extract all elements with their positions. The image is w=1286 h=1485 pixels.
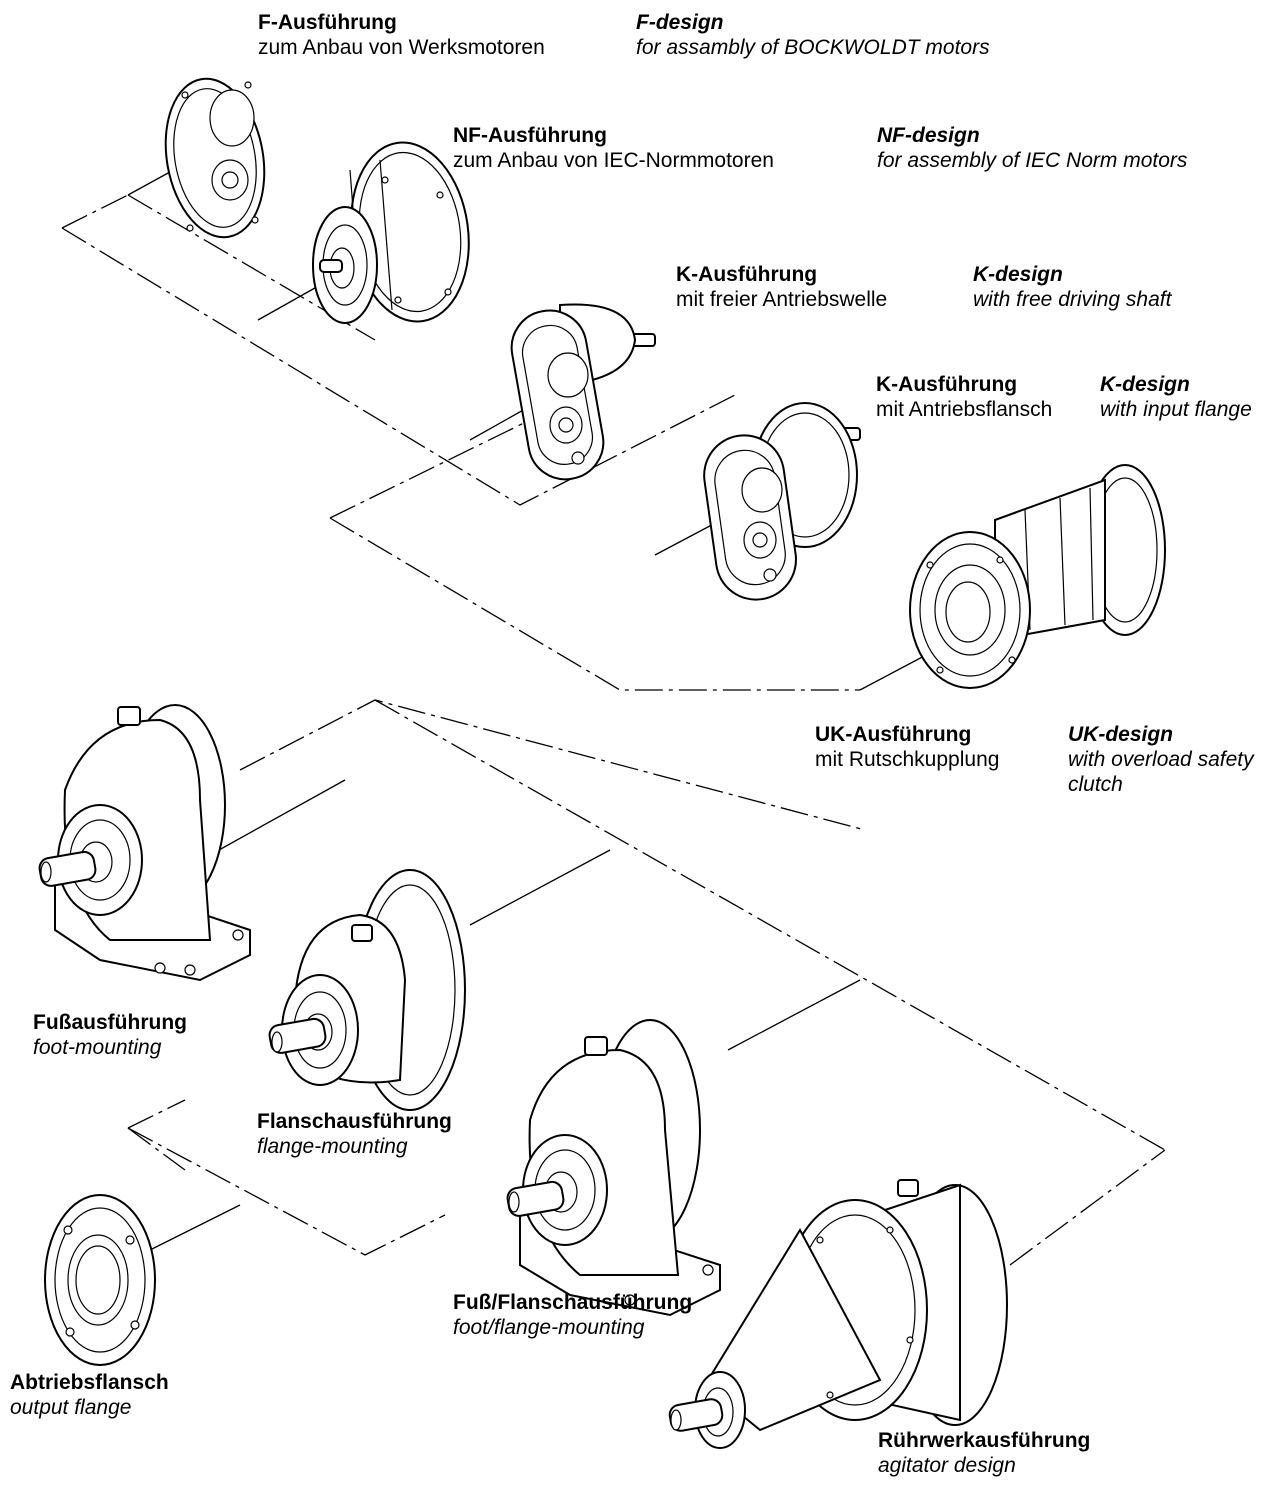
k2-en-desc: with input flange [1100, 398, 1252, 421]
agitator-en: agitator design [878, 1454, 1016, 1477]
k1-en-desc: with free driving shaft [973, 288, 1172, 311]
label-uk-en: UK-design with overload safety clutch [1068, 722, 1254, 797]
agitator-gearbox [668, 1179, 1008, 1449]
footflange-de: Fuß/Flanschausführung [453, 1291, 693, 1314]
foot-mounting-gearbox [38, 704, 251, 982]
nf-en-title: NF-design [877, 124, 980, 147]
label-f-de: F-Ausführung zum Anbau von Werksmotoren [258, 10, 545, 60]
output-flange [44, 1194, 156, 1366]
output-de: Abtriebsflansch [10, 1371, 169, 1394]
flange-en: flange-mounting [257, 1135, 408, 1158]
k1-de-desc: mit freier Antriebswelle [676, 288, 888, 311]
label-agitator: Rührwerkausführung agitator design [878, 1428, 1090, 1478]
label-k2-de: K-Ausführung mit Antriebsflansch [876, 372, 1052, 422]
label-foot: Fußausführung foot-mounting [33, 1010, 187, 1060]
uk-en-desc-2: clutch [1068, 773, 1123, 796]
nf-de-desc: zum Anbau von IEC-Normmotoren [453, 149, 774, 172]
uk-en-title: UK-design [1068, 723, 1173, 746]
k2-en-title: K-design [1100, 373, 1190, 396]
label-uk-de: UK-Ausführung mit Rutschkupplung [815, 722, 999, 772]
f-en-title: F-design [636, 11, 724, 34]
label-f-en: F-design for assambly of BOCKWOLDT motor… [636, 10, 990, 60]
f-de-desc: zum Anbau von Werksmotoren [258, 36, 545, 59]
foot-flange-mounting-gearbox [506, 1019, 721, 1317]
nf-design-flange [312, 141, 470, 324]
label-k1-en: K-design with free driving shaft [973, 262, 1171, 312]
lower-leader-lines [149, 779, 861, 1251]
label-k1-de: K-Ausführung mit freier Antriebswelle [676, 262, 887, 312]
label-output: Abtriebsflansch output flange [10, 1370, 169, 1420]
output-en: output flange [10, 1396, 132, 1419]
f-de-title: F-Ausführung [258, 11, 397, 34]
flange-mounting-gearbox [268, 869, 466, 1111]
f-design-flange [164, 77, 266, 239]
nf-en-desc: for assembly of IEC Norm motors [877, 149, 1188, 172]
lower-dashdot-lines [127, 699, 1166, 1266]
f-en-desc: for assambly of BOCKWOLDT motors [636, 36, 990, 59]
label-flange: Flanschausführung flange-mounting [257, 1109, 452, 1159]
k1-de-title: K-Ausführung [676, 263, 818, 286]
uk-de-title: UK-Ausführung [815, 723, 972, 746]
k-design-free-shaft [510, 303, 656, 481]
uk-design-clutch [909, 464, 1166, 689]
label-footflange: Fuß/Flanschausführung foot/flange-mounti… [453, 1290, 692, 1340]
k1-en-title: K-design [973, 263, 1063, 286]
nf-de-title: NF-Ausführung [453, 124, 607, 147]
foot-en: foot-mounting [33, 1036, 162, 1059]
upper-dashdot-lines [61, 194, 860, 691]
uk-en-desc-1: with overload safety [1068, 748, 1254, 771]
uk-de-desc: mit Rutschkupplung [815, 748, 1000, 771]
agitator-de: Rührwerkausführung [878, 1429, 1091, 1452]
footflange-en: foot/flange-mounting [453, 1316, 645, 1339]
label-nf-en: NF-design for assembly of IEC Norm motor… [877, 123, 1187, 173]
k2-de-title: K-Ausführung [876, 373, 1018, 396]
label-k2-en: K-design with input flange [1100, 372, 1252, 422]
label-nf-de: NF-Ausführung zum Anbau von IEC-Normmoto… [453, 123, 774, 173]
k-design-input-flange [703, 402, 861, 601]
foot-de: Fußausführung [33, 1011, 187, 1034]
k2-de-desc: mit Antriebsflansch [876, 398, 1053, 421]
flange-de: Flanschausführung [257, 1110, 452, 1133]
